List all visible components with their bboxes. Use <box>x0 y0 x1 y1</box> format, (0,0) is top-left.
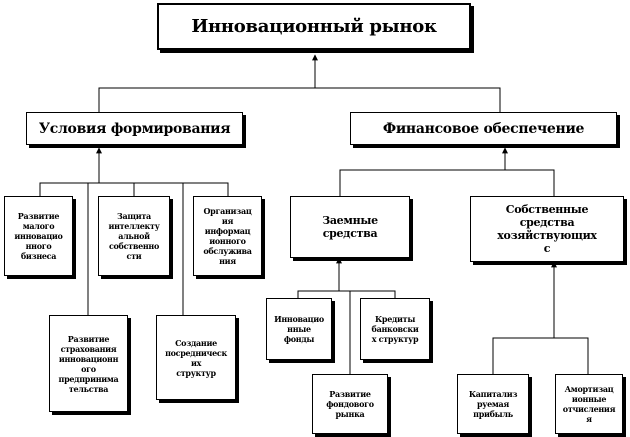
item-info-services-label: Организац ия информац ионного обслужива … <box>203 206 252 266</box>
item-bank-credits-label: Кредиты банковски х структур <box>371 314 419 344</box>
connector-right-groups <box>339 169 555 196</box>
item-ip-protection-label: Защита интеллекту альной собственно сти <box>108 211 160 261</box>
item-stock-market-label: Развитие фондового рынка <box>326 389 374 419</box>
connector-own-items <box>492 337 589 374</box>
item-depreciation-label: Амортизац ионные отчисления я <box>562 384 616 424</box>
diagram-title: Инновационный рынок <box>191 16 437 37</box>
item-small-business-label: Развитие малого инновацио нного бизнеса <box>14 211 63 261</box>
branch-finance-box: Финансовое обеспечение <box>350 112 617 145</box>
item-intermediary-label: Создание посредническ их структур <box>165 337 227 378</box>
item-intermediary: Создание посредническ их структур <box>156 315 236 400</box>
item-innovation-funds-label: Инновацио нные фонды <box>274 314 324 344</box>
connector-left-items <box>39 182 229 315</box>
borrowed-funds-label: Заемные средства <box>322 214 378 240</box>
item-insurance: Развитие страхования инновационн ого пре… <box>49 315 128 412</box>
own-funds-box: Собственные средства хозяйствующих с <box>470 196 624 262</box>
title-box: Инновационный рынок <box>157 3 471 50</box>
item-stock-market: Развитие фондового рынка <box>312 374 388 434</box>
item-depreciation: Амортизац ионные отчисления я <box>555 374 623 434</box>
branch-conditions-box: Условия формирования <box>26 112 243 145</box>
item-capitalized-profit: Капитализ руемая прибыль <box>457 374 529 434</box>
borrowed-funds-box: Заемные средства <box>290 196 410 258</box>
item-ip-protection: Защита интеллекту альной собственно сти <box>98 196 170 276</box>
item-capitalized-profit-label: Капитализ руемая прибыль <box>468 389 518 419</box>
item-insurance-label: Развитие страхования инновационн ого пре… <box>58 333 119 394</box>
item-small-business: Развитие малого инновацио нного бизнеса <box>4 196 73 276</box>
connector-title-branches <box>98 87 501 112</box>
item-info-services: Организац ия информац ионного обслужива … <box>193 196 262 276</box>
item-innovation-funds: Инновацио нные фонды <box>266 298 332 360</box>
branch-finance-label: Финансовое обеспечение <box>382 120 585 137</box>
item-bank-credits: Кредиты банковски х структур <box>360 298 430 360</box>
branch-conditions-label: Условия формирования <box>38 120 231 137</box>
connector-borrowed-items <box>297 290 396 374</box>
own-funds-label: Собственные средства хозяйствующих с <box>497 203 597 255</box>
